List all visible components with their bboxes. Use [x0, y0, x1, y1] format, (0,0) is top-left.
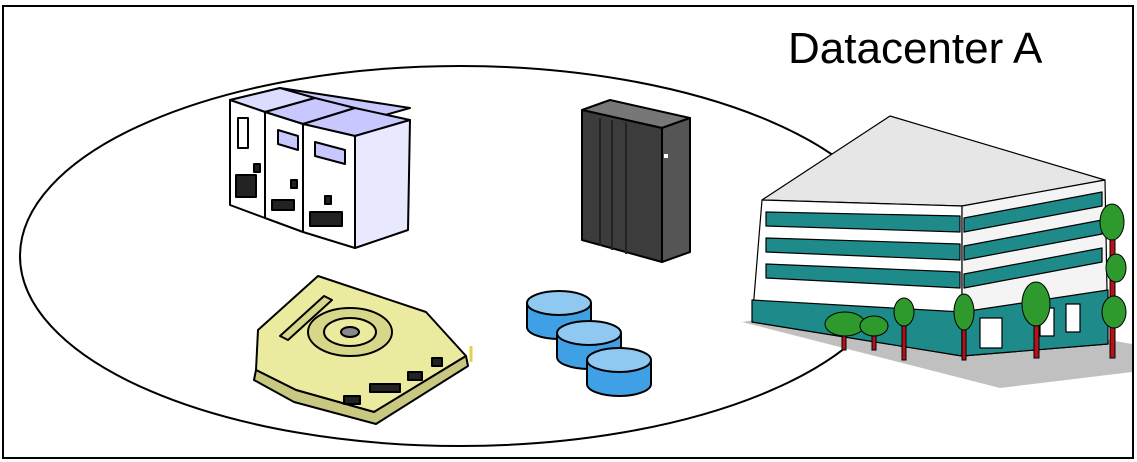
disk-stack-icon	[526, 290, 652, 397]
office-building-icon	[742, 115, 1132, 388]
datacenter-title: Datacenter A	[788, 24, 1043, 73]
server-rack-icon	[581, 99, 691, 263]
storage-cabinet-icon	[229, 87, 411, 249]
diagram-frame	[2, 5, 1134, 459]
tape-cartridge-icon	[253, 275, 473, 425]
trees-decoration	[824, 203, 1127, 361]
